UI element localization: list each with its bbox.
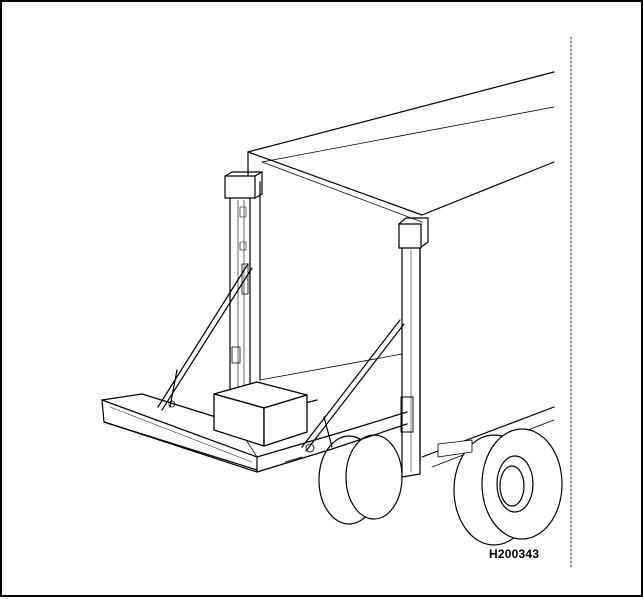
left-post [224, 171, 263, 403]
cargo-box [213, 381, 308, 447]
figure-code: H200343 [489, 547, 540, 561]
hinges [168, 400, 315, 463]
right-post [398, 217, 429, 478]
right-chains [301, 319, 405, 452]
rear-wheels [318, 428, 563, 546]
